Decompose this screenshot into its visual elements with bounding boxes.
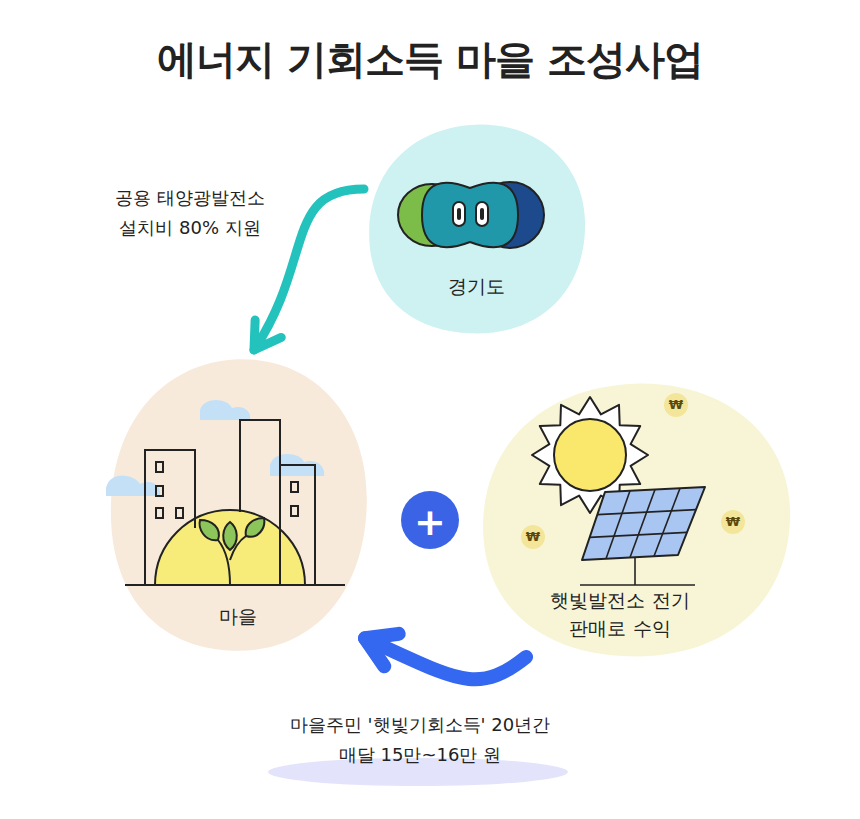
node-text: 경기도 bbox=[360, 273, 592, 301]
edge-label: 마을주민 '햇빛기회소득' 20년간 매달 15만~16만 원 bbox=[275, 710, 565, 770]
region-blob: 경기도 bbox=[360, 118, 592, 340]
node-text: 마을 bbox=[100, 603, 375, 631]
illustration bbox=[360, 118, 592, 340]
arrow-head bbox=[365, 634, 399, 666]
won-coin: ₩ bbox=[664, 393, 688, 417]
title: 에너지 기회소득 마을 조성사업 bbox=[0, 32, 860, 87]
flow-arrow bbox=[365, 638, 526, 679]
arrow-head bbox=[254, 320, 281, 350]
won-coin: ₩ bbox=[521, 525, 545, 549]
flow-arrow bbox=[254, 189, 364, 350]
plus-circle: + bbox=[400, 490, 460, 550]
node-text: + bbox=[400, 495, 460, 550]
region-blob: 마을 bbox=[100, 350, 375, 660]
won-coin: ₩ bbox=[721, 510, 745, 534]
node-text: 햇빛발전소 전기 판매로 수익 bbox=[525, 587, 715, 642]
edge-label: 공용 태양광발전소 설치비 80% 지원 bbox=[95, 183, 285, 243]
region-blob: 햇빛발전소 전기 판매로 수익 bbox=[470, 375, 800, 665]
